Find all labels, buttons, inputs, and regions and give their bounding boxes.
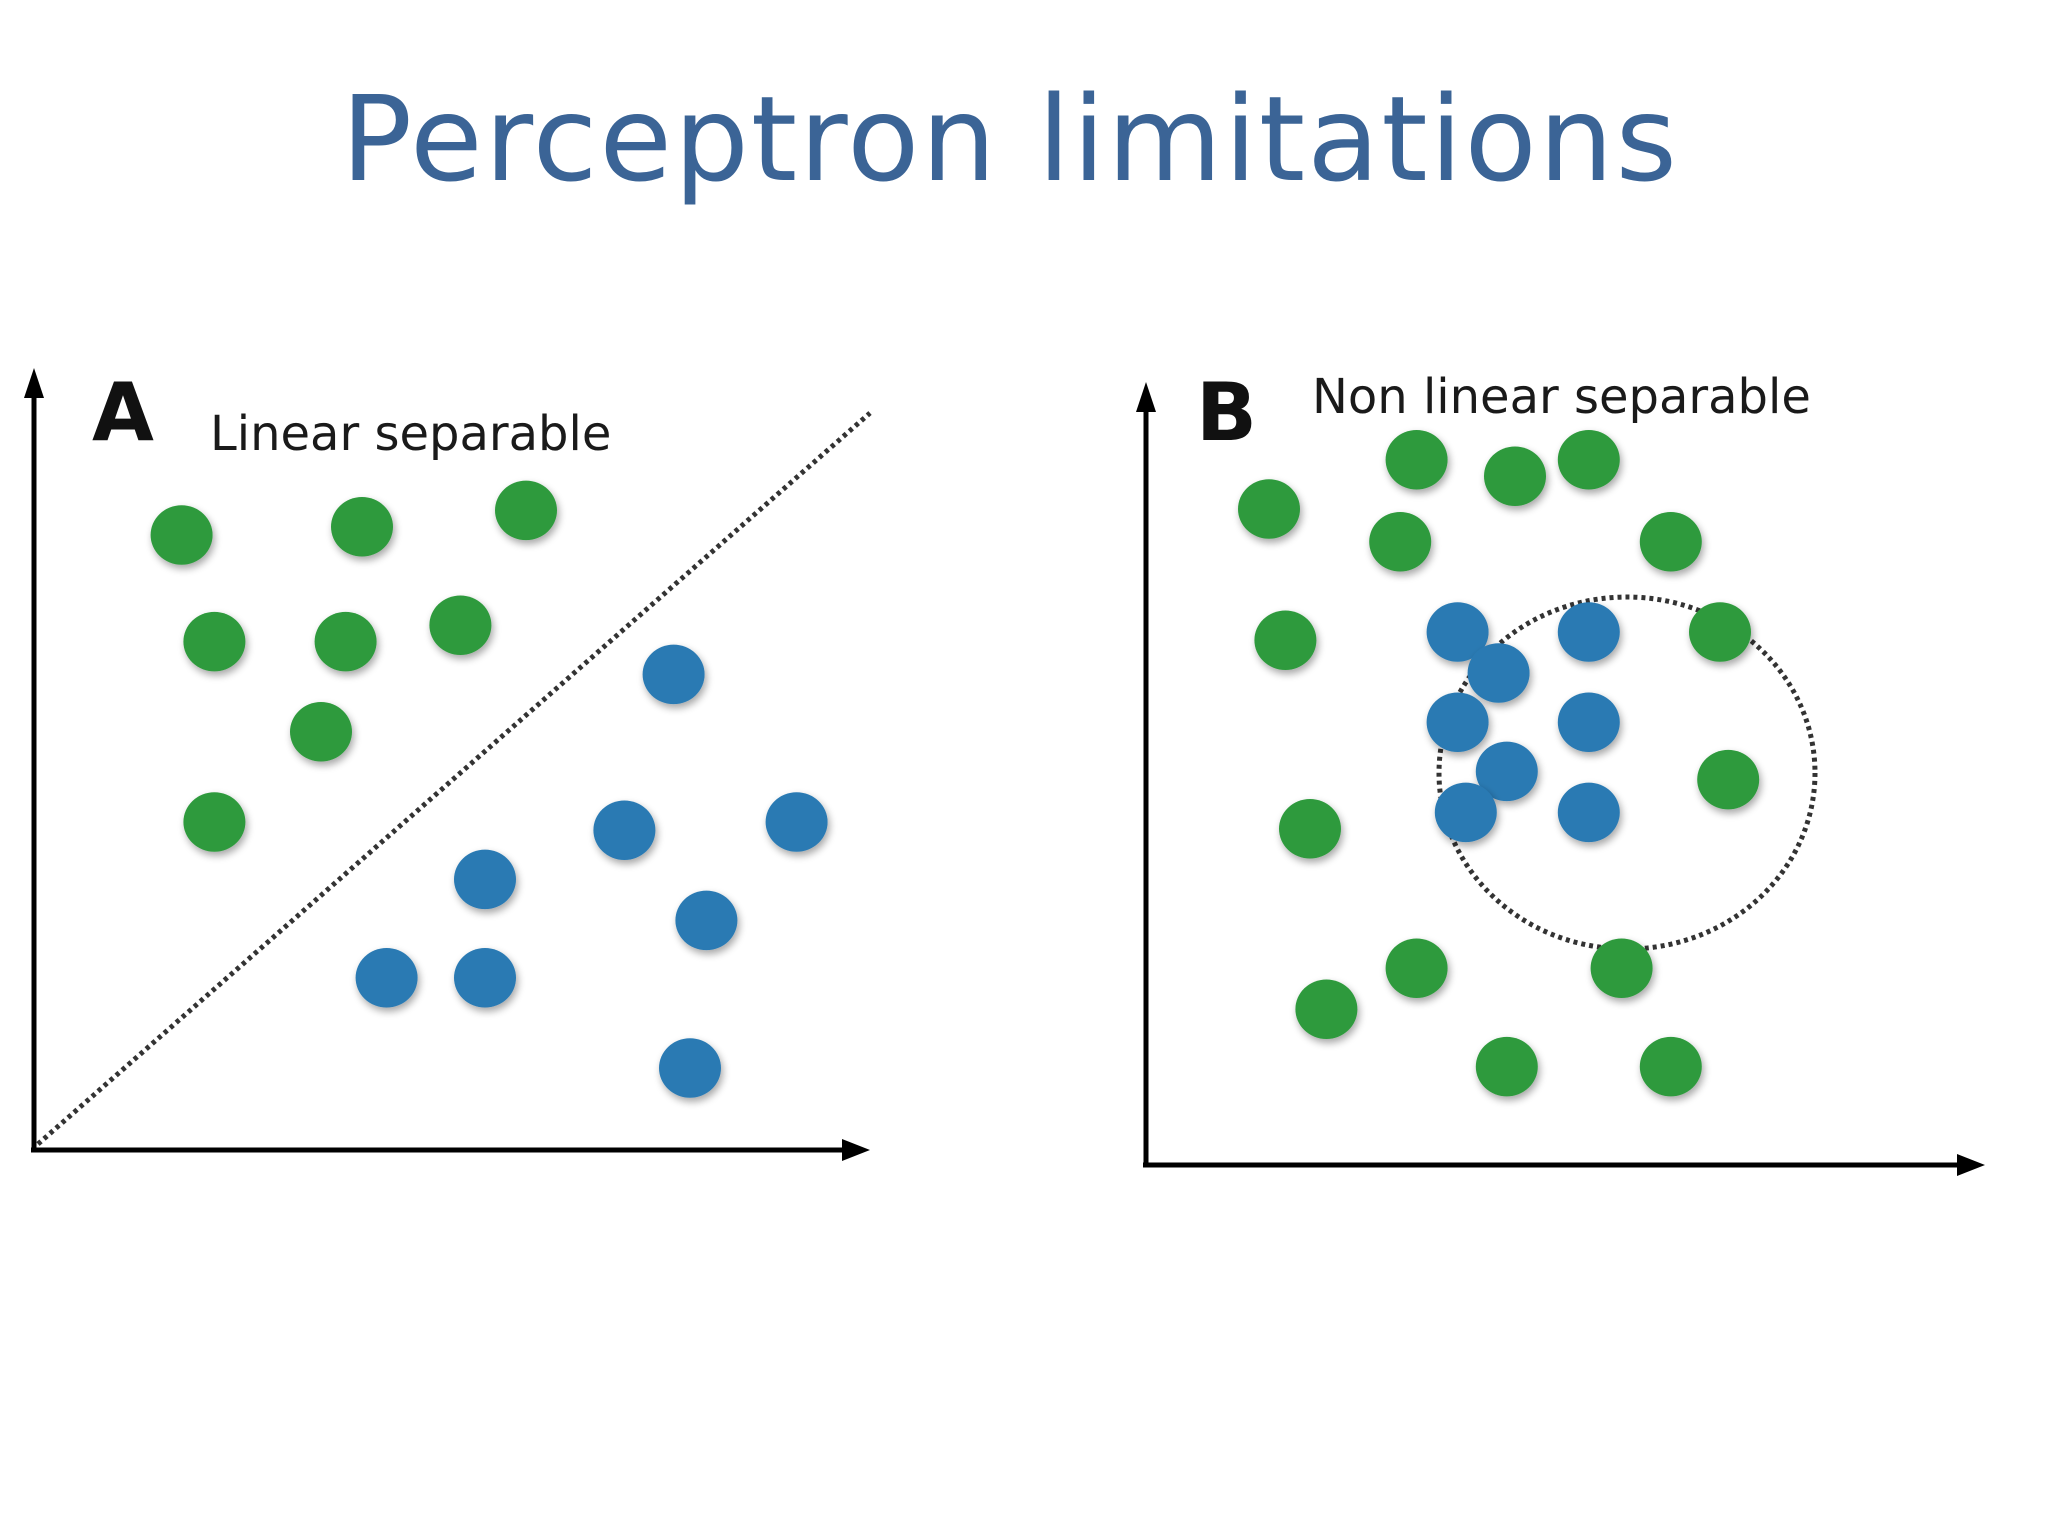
panel-a-blue-point-8 <box>659 1038 721 1098</box>
panel-a-green-point-4 <box>183 611 246 672</box>
panel-b-blue-point-8 <box>1557 782 1620 843</box>
panel-a-green-point-6 <box>429 595 492 655</box>
panel-b-green-point-10 <box>1279 799 1341 859</box>
panel-a-green-point-2 <box>331 497 393 557</box>
panel-b-green-point-12 <box>1590 938 1653 998</box>
slide-title: Perceptron limitations <box>341 70 1679 208</box>
panel-a-linear-boundary <box>36 411 872 1146</box>
panel-b-green-point-1 <box>1385 430 1448 490</box>
panel-a-blue-point-4 <box>454 849 516 910</box>
panel-b-blue-point-3 <box>1467 643 1530 703</box>
panel-b-y-arrow-icon <box>1136 382 1156 412</box>
panel-a-green-point-5 <box>314 611 377 672</box>
panel-b-blue-point-2 <box>1557 602 1620 662</box>
panel-a-y-arrow-icon <box>24 368 44 398</box>
panel-a-green-point-7 <box>290 702 352 762</box>
panel-b-green-point-14 <box>1475 1036 1538 1097</box>
panel-b-blue-point-5 <box>1557 692 1620 752</box>
panel-b-blue-point-1 <box>1426 602 1489 662</box>
panel-a-label: Linear separable <box>210 406 611 462</box>
panel-a-x-arrow-icon <box>842 1139 870 1161</box>
panel-a-blue-point-1 <box>642 644 705 705</box>
panel-b-green-point-11 <box>1385 938 1448 998</box>
panel-b-circular-boundary <box>1436 594 1818 952</box>
panel-a-blue-point-7 <box>454 948 516 1008</box>
panel-a-letter: A <box>92 366 154 459</box>
panel-b-letter: B <box>1196 366 1257 459</box>
panel-b-green-point-7 <box>1254 610 1317 670</box>
panel-a-points <box>150 480 828 1098</box>
panel-a-blue-point-2 <box>765 792 828 852</box>
panel-b-green-point-13 <box>1295 979 1358 1039</box>
panel-b-points <box>1238 430 1760 1097</box>
panel-a-green-point-1 <box>150 505 213 565</box>
panel-b-green-point-15 <box>1639 1036 1702 1097</box>
panel-a: A Linear separable <box>24 366 872 1161</box>
panel-b-green-point-9 <box>1697 749 1760 810</box>
panel-b-green-point-8 <box>1689 602 1751 662</box>
panel-b-label: Non linear separable <box>1312 369 1811 425</box>
panel-b-blue-point-7 <box>1434 782 1497 843</box>
panel-b-green-point-6 <box>1639 512 1702 572</box>
panel-a-green-point-8 <box>183 792 246 852</box>
panel-b-green-point-2 <box>1484 446 1546 506</box>
panel-b-blue-point-6 <box>1475 741 1538 802</box>
panel-b-green-point-4 <box>1238 479 1300 539</box>
panel-a-blue-point-5 <box>675 890 738 951</box>
panel-b-x-arrow-icon <box>1957 1154 1985 1176</box>
panel-a-blue-point-6 <box>355 948 418 1008</box>
panel-b: B Non linear separable <box>1136 366 1985 1176</box>
panel-b-green-point-5 <box>1369 512 1432 572</box>
panel-b-blue-point-4 <box>1426 692 1489 752</box>
panel-a-blue-point-3 <box>593 800 656 860</box>
panel-b-green-point-3 <box>1557 430 1620 490</box>
panel-a-green-point-3 <box>495 480 557 541</box>
